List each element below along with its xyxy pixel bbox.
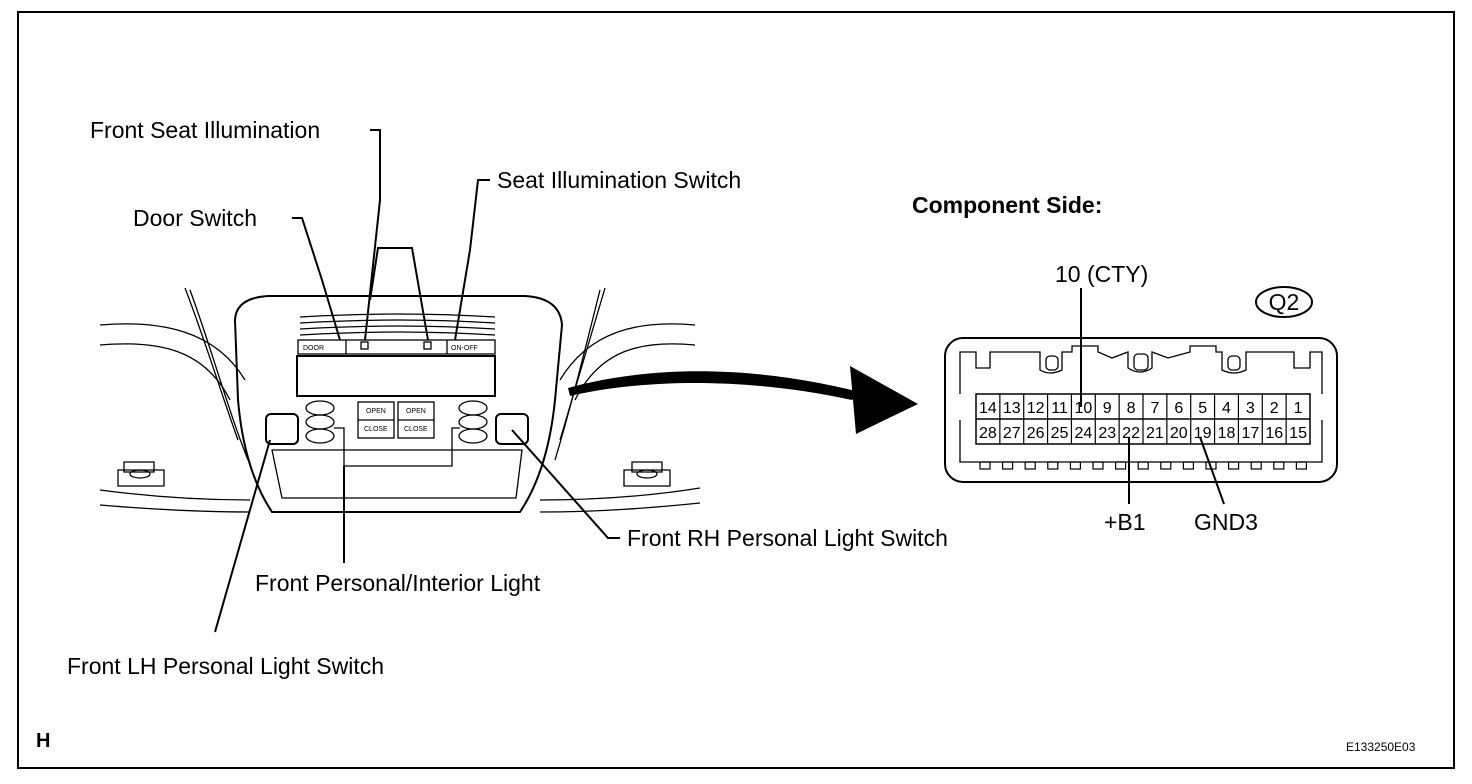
pin-number: 9 (1103, 400, 1112, 417)
connector-rib (1024, 461, 1036, 470)
pin-number: 28 (979, 425, 997, 442)
close-button-text-left: CLOSE (364, 426, 388, 433)
pin-number: 7 (1150, 400, 1159, 417)
open-button-text-right: OPEN (406, 408, 426, 415)
pin-number: 27 (1003, 425, 1021, 442)
connector-rib (1137, 461, 1149, 470)
pin-number: 1 (1294, 400, 1303, 417)
pin-number: 3 (1246, 400, 1255, 417)
open-button-text-left: OPEN (366, 408, 386, 415)
connector-rib (1182, 461, 1195, 470)
arrow-to-connector-icon (568, 366, 918, 434)
terminal-19-label: GND3 (1194, 509, 1258, 535)
leader-lines (214, 129, 620, 633)
console-onoff-text: ON-OFF (451, 345, 478, 352)
pin-number: 21 (1146, 425, 1164, 442)
connector-code: Q2 (1269, 289, 1300, 315)
pin-number: 4 (1222, 400, 1231, 417)
pin-number: 20 (1170, 425, 1188, 442)
connector-rib (1114, 461, 1127, 470)
pin-number: 23 (1098, 425, 1116, 442)
label-front-rh-personal-light-switch: Front RH Personal Light Switch (627, 525, 948, 551)
label-front-personal-interior-light: Front Personal/Interior Light (255, 570, 541, 596)
corner-letter: H (36, 730, 50, 752)
connector-rib (1069, 461, 1082, 470)
pin-number: 17 (1241, 425, 1259, 442)
close-button-text-right: CLOSE (404, 426, 428, 433)
connector-rib (1001, 461, 1014, 470)
pin-number: 2 (1270, 400, 1279, 417)
pin-number: 14 (979, 400, 997, 417)
terminal-22-label: +B1 (1104, 509, 1146, 535)
label-front-lh-personal-light-switch: Front LH Personal Light Switch (67, 653, 384, 679)
connector-rib (1047, 461, 1059, 470)
label-door-switch: Door Switch (133, 205, 257, 231)
connector-code-badge: Q2 (1255, 286, 1313, 318)
overhead-console-illustration: DOOR ON-OFF OPEN OPEN CLOSE CLOSE (99, 287, 701, 513)
pin-number: 19 (1194, 425, 1212, 442)
connector-rib (1273, 461, 1285, 470)
terminal-10-label: 10 (CTY) (1055, 261, 1148, 287)
pin-number: 8 (1127, 400, 1136, 417)
pin-number: 10 (1074, 400, 1092, 417)
terminal-19-leader (1199, 436, 1225, 505)
connector-rib (979, 461, 991, 470)
pin-number: 16 (1265, 425, 1283, 442)
connector-rib (1160, 461, 1172, 470)
pin-number: 6 (1174, 400, 1183, 417)
pin-number: 12 (1027, 400, 1045, 417)
figure-id: E133250E03 (1346, 740, 1416, 754)
pin-number: 24 (1074, 425, 1092, 442)
connector-rib (1295, 461, 1308, 470)
pin-number: 22 (1122, 425, 1140, 442)
pin-number: 25 (1051, 425, 1069, 442)
component-side-label: Component Side: (912, 192, 1102, 218)
pin-number: 5 (1198, 400, 1207, 417)
figure-frame (17, 11, 1455, 769)
pin-number: 15 (1289, 425, 1307, 442)
connector-rib (1092, 461, 1104, 470)
pin-number: 11 (1051, 400, 1068, 417)
pin-number: 18 (1218, 425, 1236, 442)
pin-number: 26 (1027, 425, 1045, 442)
console-door-text: DOOR (303, 345, 324, 352)
connector-rib (1250, 461, 1262, 470)
label-front-seat-illumination: Front Seat Illumination (90, 117, 320, 143)
pin-number: 13 (1003, 400, 1021, 417)
connector-rib (1227, 461, 1240, 470)
label-seat-illumination-switch: Seat Illumination Switch (497, 167, 741, 193)
